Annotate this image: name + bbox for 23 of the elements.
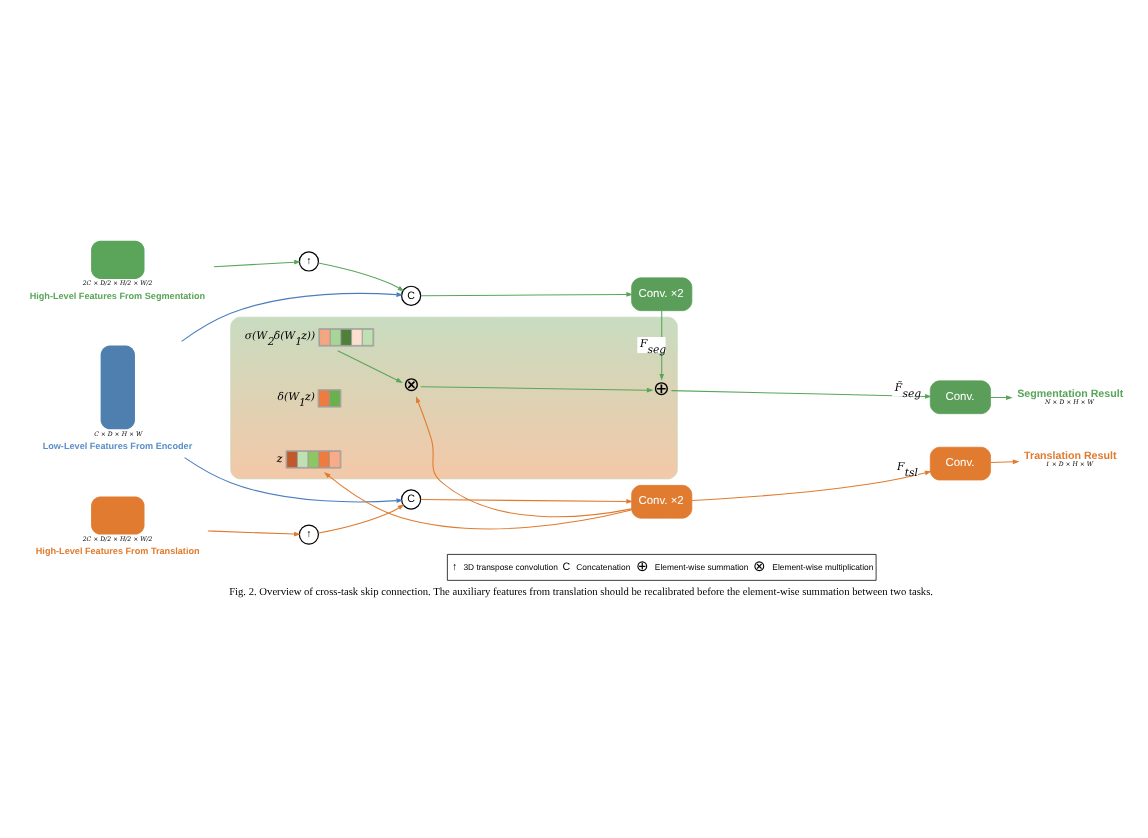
node-text: ⊕ bbox=[653, 379, 670, 402]
arrow bbox=[659, 310, 665, 381]
arrow bbox=[317, 504, 405, 534]
arrow bbox=[670, 390, 932, 399]
label: ⊕ bbox=[635, 557, 650, 576]
arrow bbox=[181, 292, 404, 342]
node-box bbox=[100, 345, 135, 430]
arrow bbox=[415, 396, 633, 518]
label: ⊗ bbox=[753, 557, 768, 576]
arrow bbox=[990, 459, 1020, 465]
arrow bbox=[323, 471, 632, 530]
arrow bbox=[337, 350, 403, 383]
arrow bbox=[207, 530, 301, 537]
node-box bbox=[91, 240, 145, 279]
arrow bbox=[184, 457, 404, 503]
arrow bbox=[420, 386, 654, 393]
node-text: ⊗ bbox=[402, 375, 419, 398]
arrow bbox=[317, 262, 405, 292]
arrow bbox=[420, 292, 634, 297]
arrow bbox=[691, 470, 932, 501]
node-box bbox=[91, 496, 145, 535]
arrow bbox=[420, 499, 634, 504]
arrow bbox=[213, 259, 301, 268]
